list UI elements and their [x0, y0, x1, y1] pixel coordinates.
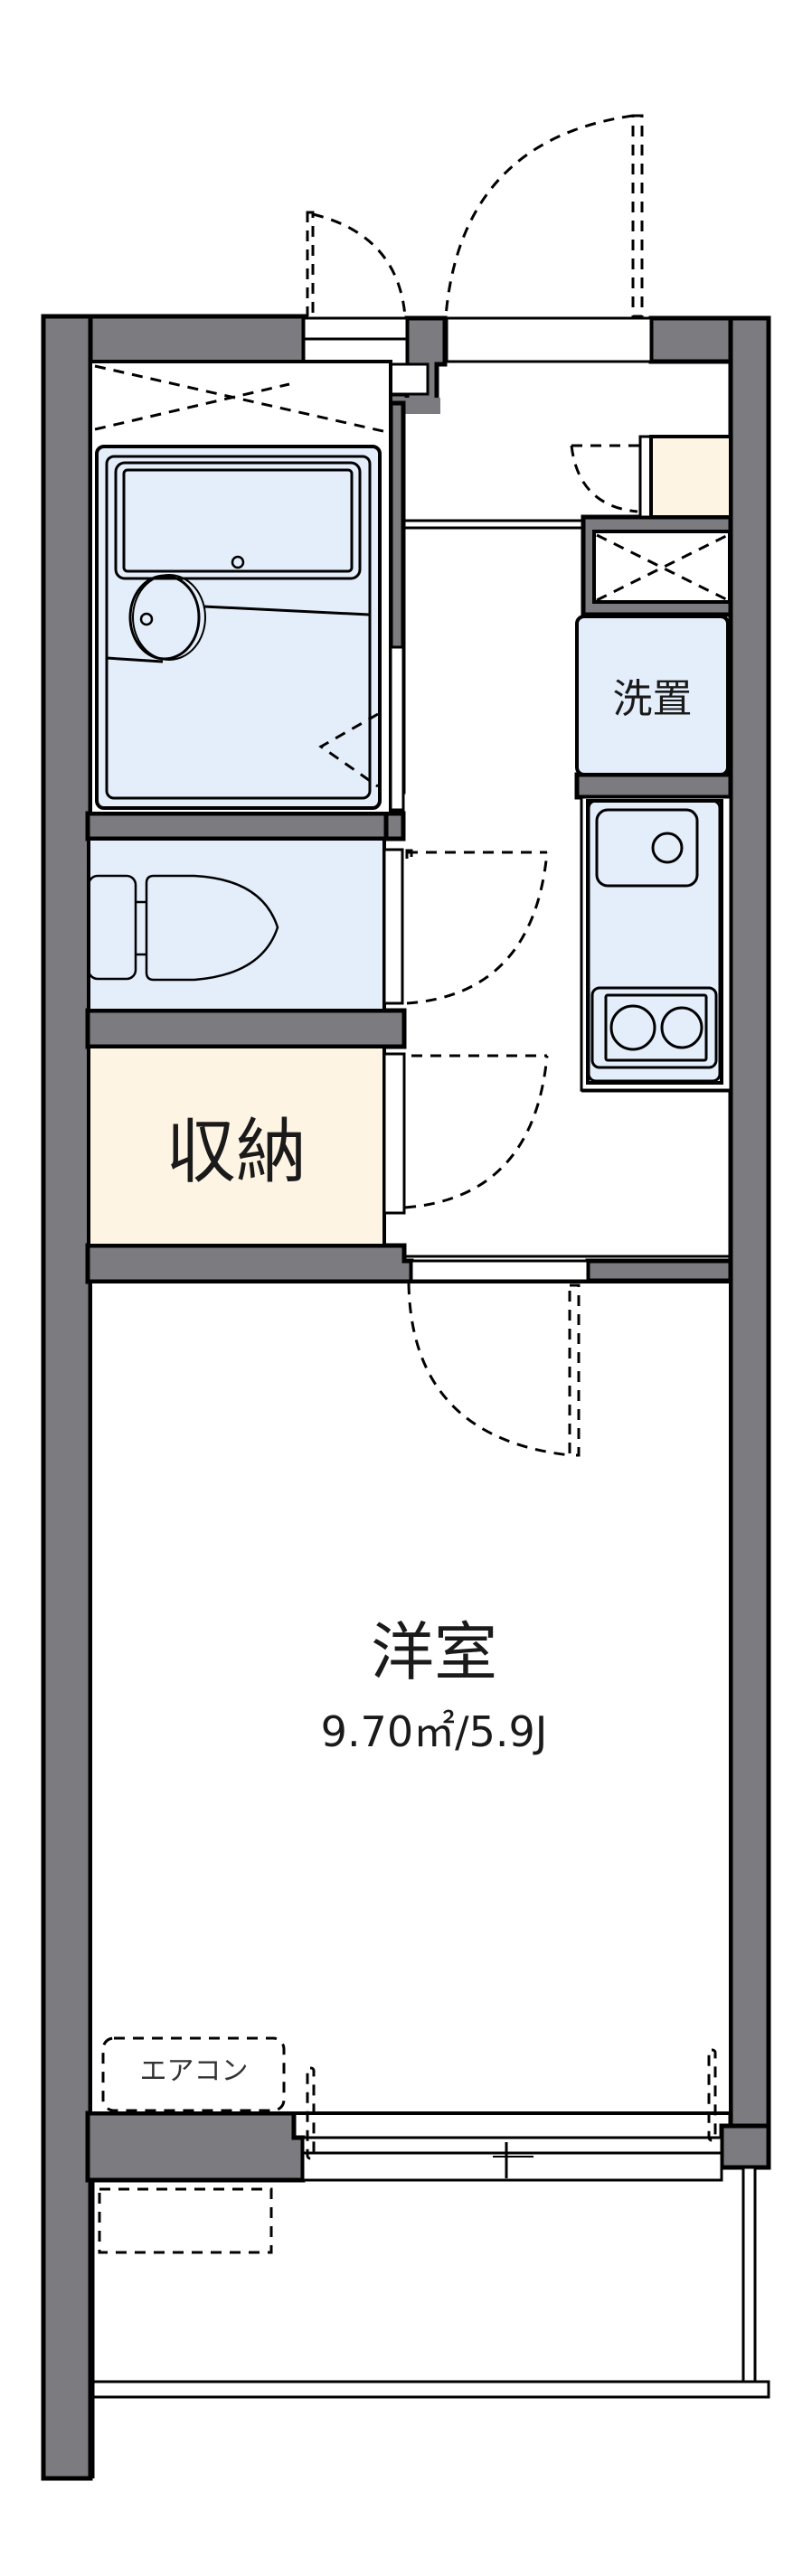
- storage-closet: [87, 1045, 406, 1247]
- room-door[interactable]: [407, 1259, 590, 1457]
- toilet-icon: [87, 874, 279, 982]
- shoe-cabinet-door[interactable]: [570, 444, 640, 513]
- air-conditioner-label: エアコン: [139, 2055, 249, 2087]
- shoe-cabinet: [638, 435, 732, 519]
- stove-icon: [590, 986, 718, 1069]
- western-room-label: 洋室: [371, 1615, 497, 1689]
- balcony: [91, 2166, 770, 2478]
- entrance-door-main[interactable]: [444, 114, 644, 318]
- air-conditioner-outline: [101, 2036, 286, 2112]
- outdoor-unit-outline: [98, 2187, 273, 2254]
- pipe-space: [592, 530, 732, 604]
- western-room-area: 9.70㎡/5.9J: [320, 1707, 548, 1756]
- balcony-sliding-window[interactable]: [301, 2048, 723, 2182]
- kitchen-counter: [580, 795, 732, 1093]
- western-room: [89, 1280, 732, 2115]
- washer-label: 洗置: [612, 675, 693, 722]
- washer-space: [575, 615, 730, 776]
- storage-label: 収納: [165, 1112, 307, 1193]
- toilet-room: [87, 837, 404, 1012]
- entrance-door-small[interactable]: [306, 211, 407, 318]
- bathroom: [89, 360, 405, 815]
- bathtub-unit: [95, 445, 382, 810]
- toilet-door[interactable]: [405, 849, 549, 1005]
- storage-door[interactable]: [404, 1054, 549, 1209]
- sink-icon: [595, 808, 699, 888]
